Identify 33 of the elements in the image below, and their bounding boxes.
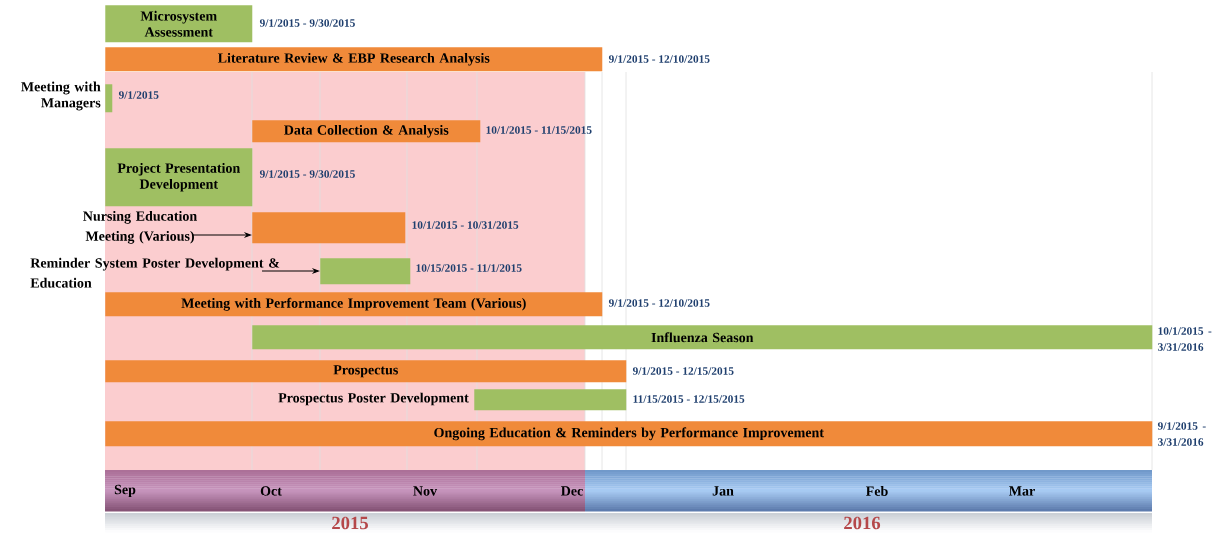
task-label: Reminder System Poster Development & Education [30, 257, 280, 288]
task-bar: Prospectus [105, 360, 627, 383]
task-bar: Meeting with Performance Improvement Team (Various) [105, 292, 603, 317]
year-label: 2015 [332, 516, 368, 530]
task-label: Prospectus Poster Development [278, 392, 469, 406]
task-label: Meeting with Managers [21, 81, 101, 111]
task-bar: Ongoing Education & Reminders by Performance Improvement [105, 421, 1153, 447]
task-bar: Project Presentation Development [105, 148, 253, 207]
task-bar: Literature Review & EBP Research Analysis [105, 47, 603, 72]
date-label: 9/1/2015 - 12/10/2015 [608, 299, 710, 307]
task-label: Nursing Education Meeting (Various) [83, 210, 197, 244]
date-label: 10/1/2015 - 3/31/2016 [1158, 327, 1212, 351]
date-label: 10/15/2015 - 11/1/2015 [416, 264, 522, 272]
task-bar: Data Collection & Analysis [252, 120, 481, 143]
month-label: Nov [413, 486, 438, 496]
date-label: 9/1/2015 [118, 91, 159, 99]
month-label: Sep [114, 484, 136, 498]
date-label: 9/1/2015 - 12/15/2015 [632, 367, 734, 375]
date-label: 9/1/2015 - 3/31/2016 [1157, 422, 1206, 446]
task-bar: Influenza Season [252, 325, 1153, 350]
date-label: 10/1/2015 - 11/15/2015 [486, 126, 592, 134]
date-label: 10/1/2015 - 10/31/2015 [412, 221, 519, 229]
year-label: 2016 [844, 516, 881, 530]
month-label: Dec [561, 486, 583, 496]
date-label: 11/15/2015 - 12/15/2015 [633, 395, 745, 403]
date-label: 9/1/2015 - 12/10/2015 [608, 55, 710, 63]
date-label: 9/1/2015 - 9/30/2015 [259, 170, 355, 178]
month-label: Jan [712, 486, 734, 496]
date-label: 9/1/2015 - 9/30/2015 [259, 19, 355, 27]
month-label: Feb [865, 486, 888, 496]
month-label: Oct [260, 486, 282, 496]
month-label: Mar [1009, 486, 1035, 496]
task-bar: Microsystem Assessment [105, 5, 253, 43]
